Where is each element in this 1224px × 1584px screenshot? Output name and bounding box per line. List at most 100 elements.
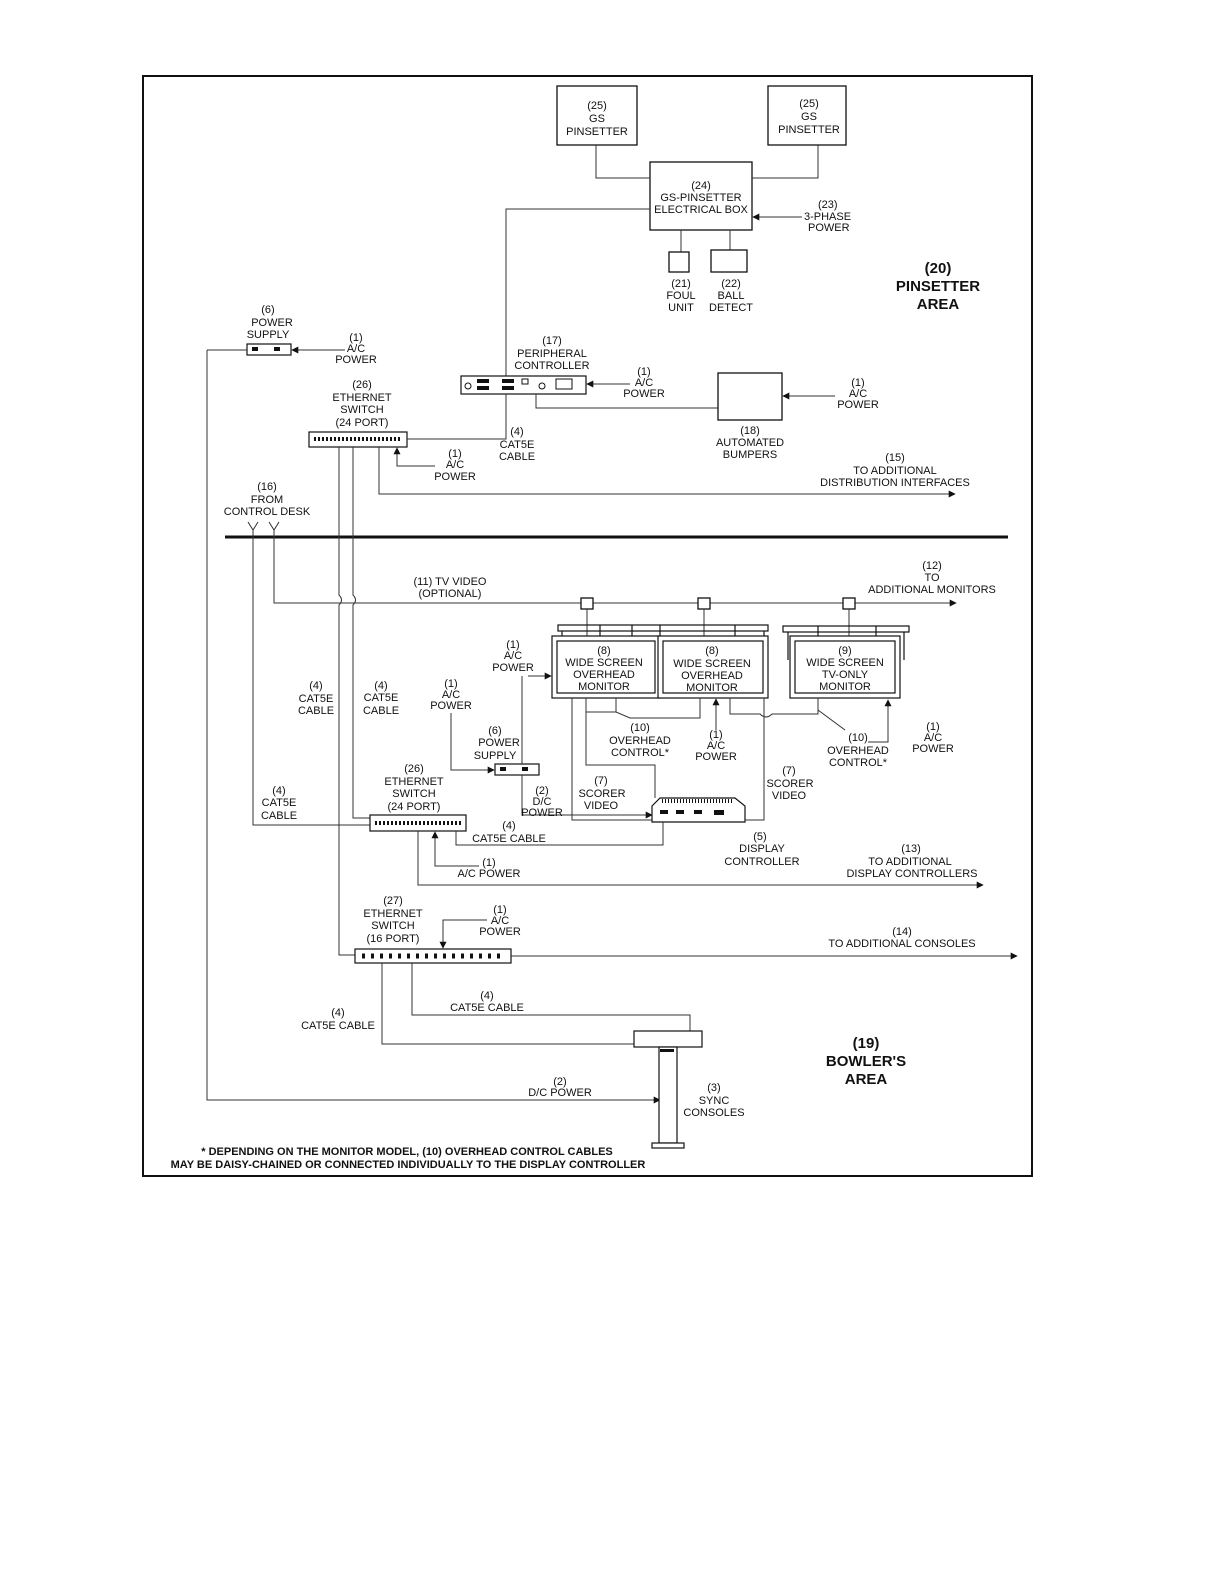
svg-text:(2): (2): [535, 785, 548, 797]
additional-monitors-label: (12) TO ADDITIONAL MONITORS: [868, 560, 996, 596]
svg-text:(9): (9): [838, 645, 851, 657]
svg-text:CABLE: CABLE: [261, 810, 297, 822]
ethernet-switch-16: (27) ETHERNET SWITCH (16 PORT): [354, 895, 512, 964]
svg-text:D/C POWER: D/C POWER: [528, 1087, 592, 1099]
monitor-3: (9) WIDE SCREEN TV-ONLY MONITOR: [789, 635, 901, 699]
svg-text:UNIT: UNIT: [668, 302, 694, 314]
svg-text:A/C: A/C: [491, 915, 509, 927]
svg-text:SWITCH: SWITCH: [371, 920, 414, 932]
cat5e-e-label: (4) CAT5E CABLE: [450, 990, 524, 1014]
scorer-video-1-label: (7) SCORER VIDEO: [578, 775, 625, 812]
svg-text:AREA: AREA: [917, 296, 960, 313]
cat5e-cable-h-label: (4) CAT5E CABLE: [472, 820, 546, 845]
svg-text:(12): (12): [922, 560, 942, 572]
svg-text:ETHERNET: ETHERNET: [332, 392, 392, 404]
three-phase-power-label: (23) 3-PHASE POWER: [804, 199, 851, 234]
svg-text:DISPLAY CONTROLLERS: DISPLAY CONTROLLERS: [846, 868, 977, 880]
svg-text:MAY BE DAISY-CHAINED OR CONNEC: MAY BE DAISY-CHAINED OR CONNECTED INDIVI…: [171, 1159, 646, 1171]
svg-text:(10): (10): [848, 732, 868, 744]
svg-text:DISTRIBUTION INTERFACES: DISTRIBUTION INTERFACES: [820, 477, 970, 489]
svg-text:(4): (4): [331, 1007, 344, 1019]
svg-text:CONTROLLER: CONTROLLER: [514, 360, 589, 372]
svg-text:(6): (6): [261, 304, 274, 316]
ethernet-switch-mid: (26) ETHERNET SWITCH (24 PORT): [369, 763, 467, 832]
svg-text:PINSETTER: PINSETTER: [566, 126, 628, 138]
svg-text:(4): (4): [309, 680, 322, 692]
svg-text:VIDEO: VIDEO: [772, 790, 807, 802]
svg-text:SYNC: SYNC: [699, 1095, 730, 1107]
svg-text:(24 PORT): (24 PORT): [336, 417, 389, 429]
svg-text:SUPPLY: SUPPLY: [247, 329, 290, 341]
svg-text:(11) TV VIDEO: (11) TV VIDEO: [414, 576, 487, 588]
svg-text:A/C: A/C: [635, 377, 653, 389]
dc-power-label: (2) D/C POWER: [521, 785, 563, 819]
svg-text:CONTROL*: CONTROL*: [829, 757, 888, 769]
svg-text:(1): (1): [349, 332, 362, 344]
svg-text:MONITOR: MONITOR: [578, 681, 630, 693]
svg-text:(20): (20): [925, 260, 952, 277]
ac-power-ps6: (1) A/C POWER: [335, 332, 377, 366]
svg-text:DETECT: DETECT: [709, 302, 753, 314]
svg-text:CAT5E: CAT5E: [500, 439, 535, 451]
svg-text:CAT5E: CAT5E: [262, 797, 297, 809]
svg-text:(17): (17): [542, 335, 562, 347]
cat5e-c-label: (4) CAT5E CABLE: [261, 785, 297, 822]
svg-text:GS-PINSETTER: GS-PINSETTER: [660, 192, 741, 204]
additional-display-label: (13) TO ADDITIONAL DISPLAY CONTROLLERS: [846, 843, 977, 880]
svg-text:POWER: POWER: [492, 662, 534, 674]
svg-text:POWER: POWER: [808, 222, 850, 234]
svg-text:(15): (15): [885, 452, 905, 464]
sync-consoles: (3) SYNC CONSOLES: [633, 1030, 745, 1149]
svg-text:POWER: POWER: [837, 399, 879, 411]
svg-text:OVERHEAD: OVERHEAD: [681, 670, 743, 682]
dc-power-bottom-label: (2) D/C POWER: [528, 1076, 592, 1099]
electrical-box: (24) GS-PINSETTER ELECTRICAL BOX: [649, 161, 753, 231]
svg-text:WIDE SCREEN: WIDE SCREEN: [673, 658, 751, 670]
ac-power-ps6b: (1) A/C POWER: [430, 678, 472, 712]
svg-text:(21): (21): [671, 278, 691, 290]
svg-text:SWITCH: SWITCH: [340, 404, 383, 416]
svg-text:AREA: AREA: [845, 1071, 888, 1088]
ac-power-peripheral: (1) A/C POWER: [623, 366, 665, 400]
scorer-video-2-label: (7) SCORER VIDEO: [766, 765, 813, 802]
svg-text:MONITOR: MONITOR: [819, 681, 871, 693]
svg-text:PINSETTER: PINSETTER: [778, 124, 840, 136]
additional-distribution-label: (15) TO ADDITIONAL DISTRIBUTION INTERFAC…: [820, 452, 970, 489]
overhead-control-1-label: (10) OVERHEAD CONTROL*: [609, 722, 671, 759]
svg-text:TV-ONLY: TV-ONLY: [822, 669, 869, 681]
svg-text:(4): (4): [480, 990, 493, 1002]
ac-power-bumpers: (1) A/C POWER: [837, 377, 879, 411]
svg-text:POWER: POWER: [479, 926, 521, 938]
svg-text:(OPTIONAL): (OPTIONAL): [419, 588, 482, 600]
svg-text:SCORER: SCORER: [578, 788, 625, 800]
svg-text:(5): (5): [753, 831, 766, 843]
svg-text:SUPPLY: SUPPLY: [474, 750, 517, 762]
svg-text:DISPLAY: DISPLAY: [739, 843, 785, 855]
svg-text:A/C POWER: A/C POWER: [458, 868, 521, 880]
svg-text:OVERHEAD: OVERHEAD: [827, 745, 889, 757]
svg-text:(7): (7): [594, 775, 607, 787]
svg-text:(26): (26): [352, 379, 372, 391]
cat5e-top-label: (4) CAT5E CABLE: [499, 426, 535, 463]
svg-text:(2): (2): [553, 1076, 566, 1088]
footnote: * DEPENDING ON THE MONITOR MODEL, (10) O…: [171, 1146, 646, 1171]
svg-text:(19): (19): [853, 1035, 880, 1052]
svg-text:(22): (22): [721, 278, 741, 290]
svg-text:(1): (1): [851, 377, 864, 389]
svg-text:A/C: A/C: [707, 740, 725, 752]
svg-text:FOUL: FOUL: [666, 290, 695, 302]
cat5e-a-label: (4) CAT5E CABLE: [298, 680, 334, 717]
monitor-1: (8) WIDE SCREEN OVERHEAD MONITOR: [551, 635, 661, 699]
svg-text:POWER: POWER: [695, 751, 737, 763]
svg-text:ETHERNET: ETHERNET: [363, 908, 423, 920]
overhead-control-2-label: (10) OVERHEAD CONTROL*: [827, 732, 889, 769]
svg-text:(14): (14): [892, 926, 912, 938]
svg-text:OVERHEAD: OVERHEAD: [573, 669, 635, 681]
svg-text:TO ADDITIONAL CONSOLES: TO ADDITIONAL CONSOLES: [828, 938, 975, 950]
svg-text:(24 PORT): (24 PORT): [388, 801, 441, 813]
power-supply-mid: (6) POWER SUPPLY: [474, 725, 540, 776]
additional-consoles-label: (14) TO ADDITIONAL CONSOLES: [828, 926, 975, 950]
ball-detect-label: (22) BALL DETECT: [709, 278, 753, 314]
svg-text:POWER: POWER: [434, 471, 476, 483]
svg-text:CAT5E CABLE: CAT5E CABLE: [450, 1002, 524, 1014]
